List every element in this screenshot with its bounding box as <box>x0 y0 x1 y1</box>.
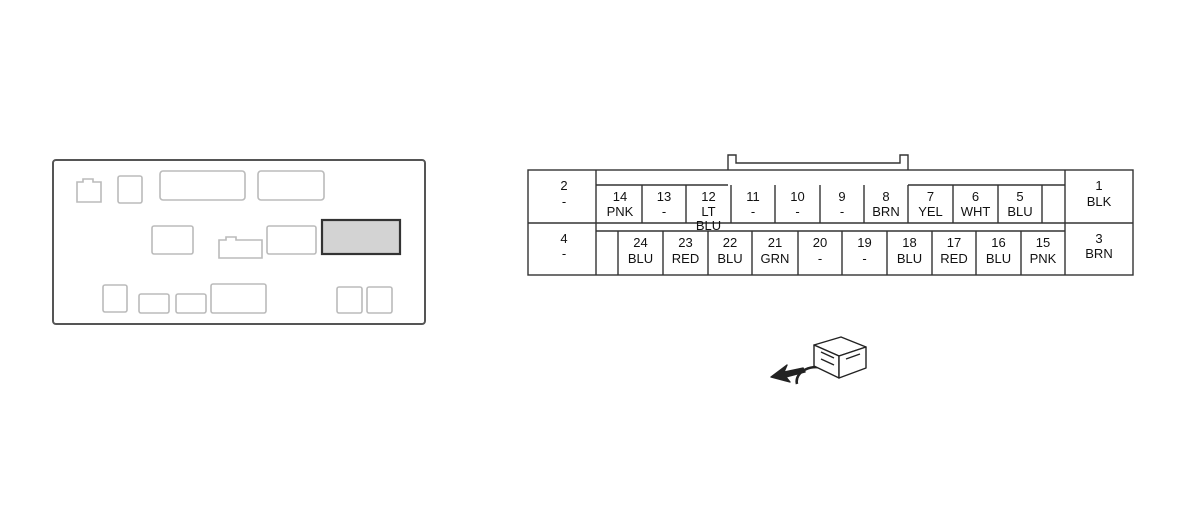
pin-number: 17 <box>947 235 961 250</box>
pin-cell-20: 20- <box>813 235 827 266</box>
pin-color: - <box>795 204 799 219</box>
pin-number: 12 <box>701 189 715 204</box>
housing-detail <box>845 353 861 360</box>
pin-color: BLU <box>717 251 742 266</box>
faded-connector <box>210 283 267 314</box>
pin-number: 5 <box>1016 189 1023 204</box>
pin-number: 9 <box>838 189 845 204</box>
faded-connector <box>117 175 143 204</box>
pin-number: 13 <box>657 189 671 204</box>
pin-color: - <box>840 204 844 219</box>
faded-connector <box>266 225 317 255</box>
pin-number: 7 <box>927 189 934 204</box>
pin-color: BRN <box>1085 246 1112 261</box>
pin-number: 23 <box>678 235 692 250</box>
pin-color: YEL <box>918 204 943 219</box>
pin-number: 18 <box>902 235 916 250</box>
pin-color: BLU <box>1007 204 1032 219</box>
pin-number: 2 <box>560 178 567 193</box>
front-view-arrow-icon <box>770 336 867 385</box>
pin-number: 10 <box>790 189 804 204</box>
location-panel <box>52 159 426 325</box>
faded-connector <box>151 225 194 255</box>
faded-connector <box>175 293 207 314</box>
faded-connector <box>336 286 363 314</box>
pin-number: 11 <box>746 189 760 204</box>
pin-color: - <box>862 251 866 266</box>
faded-connector <box>138 293 170 314</box>
housing-detail <box>820 358 835 366</box>
pin-color: BLK <box>1087 194 1112 209</box>
faded-connector <box>159 170 246 201</box>
pin-color: - <box>562 194 566 209</box>
pin-number: 21 <box>768 235 782 250</box>
faded-connectors <box>76 170 393 314</box>
highlighted-connector <box>320 218 402 256</box>
pin-color: - <box>662 204 666 219</box>
pin-number: 1 <box>1095 178 1102 193</box>
pin-number: 8 <box>882 189 889 204</box>
pin-color: BLU <box>986 251 1011 266</box>
faded-connector <box>257 170 325 201</box>
pin-color: - <box>562 246 566 261</box>
pin-number: 4 <box>560 231 567 246</box>
pin-color: - <box>818 251 822 266</box>
connector-face <box>527 154 1134 276</box>
faded-connector-shape <box>218 236 263 259</box>
pin-number: 14 <box>613 189 627 204</box>
faded-connector <box>102 284 128 313</box>
pin-color: WHT <box>961 204 991 219</box>
pin-cell-19: 19- <box>857 235 871 266</box>
pin-color: PNK <box>607 204 634 219</box>
pin-color: BRN <box>872 204 899 219</box>
pin-color: GRN <box>761 251 790 266</box>
pin-number: 3 <box>1095 231 1102 246</box>
end-pin-bottom-left: 4 - <box>560 231 567 261</box>
pin-cell-10: 10- <box>790 189 804 219</box>
end-pin-top-left: 2 - <box>560 178 567 209</box>
pin-number: 19 <box>857 235 871 250</box>
pin-color: BLU <box>628 251 653 266</box>
end-pin-bottom-right: 3 BRN <box>1085 231 1112 261</box>
faded-connector <box>366 286 393 314</box>
pin-number: 6 <box>972 189 979 204</box>
pin-number: 16 <box>991 235 1005 250</box>
pin-number: 22 <box>723 235 737 250</box>
pin-cell-9: 9- <box>838 189 845 219</box>
faded-connector-shape <box>76 178 102 203</box>
pin-color: - <box>751 204 755 219</box>
pin-color: PNK <box>1030 251 1057 266</box>
end-pin-top-right: 1 BLK <box>1087 178 1112 209</box>
pin-color: RED <box>672 251 699 266</box>
pin-color: BLU <box>897 251 922 266</box>
pin-number: 24 <box>633 235 647 250</box>
pin-cell-11: 11- <box>746 189 760 219</box>
pin-color: RED <box>940 251 967 266</box>
pin-number: 15 <box>1036 235 1050 250</box>
housing-detail <box>820 351 835 359</box>
pin-cell-13: 13- <box>657 189 671 219</box>
pin-cell-dividers <box>617 185 1043 275</box>
bottom-row-pins: 24BLU23RED22BLU21GRN20-19-18BLU17RED16BL… <box>628 235 1057 266</box>
pin-number: 20 <box>813 235 827 250</box>
